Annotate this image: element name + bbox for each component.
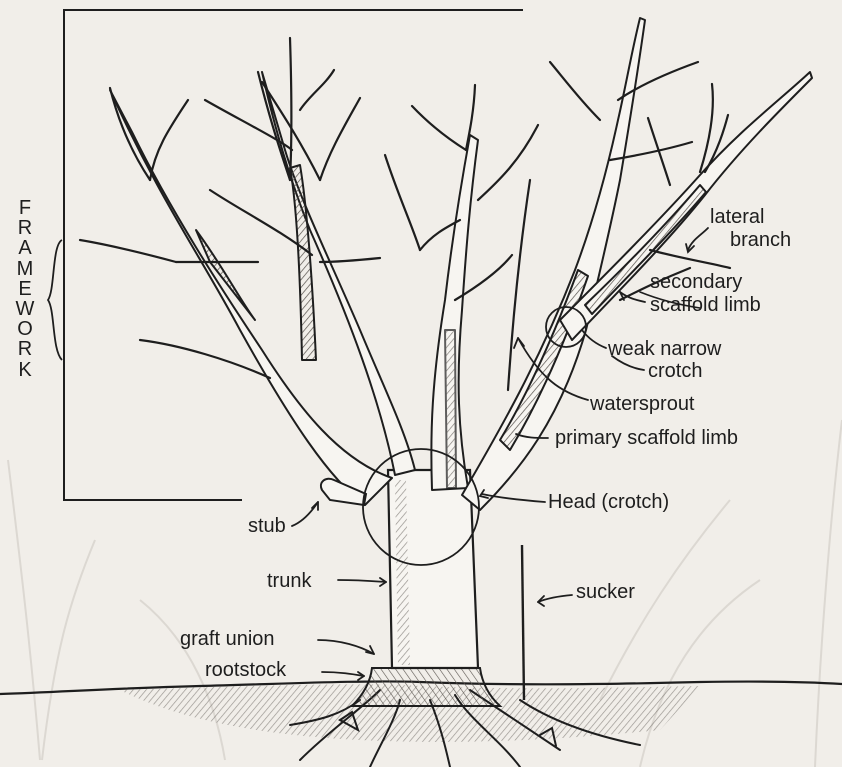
lateral-branch-label-line2: branch	[730, 229, 791, 251]
framework-letter: W	[14, 299, 36, 319]
rootstock-collar	[352, 668, 500, 706]
lateral-branch-label-line1: lateral	[710, 206, 764, 228]
framework-letter: F	[14, 198, 36, 218]
framework-letter: K	[14, 360, 36, 380]
framework-letter: E	[14, 279, 36, 299]
secondary-scaffold-label-line2: scaffold limb	[650, 294, 761, 316]
weak-crotch-label-line1: weak narrow	[608, 338, 721, 360]
framework-letter: A	[14, 238, 36, 258]
weak-crotch-label-line2: crotch	[648, 360, 702, 382]
sucker-shoot	[522, 545, 524, 700]
primary-scaffold-label: primary scaffold limb	[555, 427, 738, 449]
framework-label: F R A M E W O R K	[14, 198, 36, 380]
sucker-label: sucker	[576, 581, 635, 603]
graft-union-label: graft union	[180, 628, 275, 650]
trunk-label: trunk	[267, 570, 311, 592]
framework-letter: O	[14, 319, 36, 339]
framework-letter: R	[14, 218, 36, 238]
secondary-scaffold-label-line1: secondary	[650, 271, 742, 293]
framework-letter: M	[14, 259, 36, 279]
watersprout-label: watersprout	[590, 393, 695, 415]
framework-letter: R	[14, 339, 36, 359]
stub-label: stub	[248, 515, 286, 537]
rootstock-label: rootstock	[205, 659, 286, 681]
head-label: Head (crotch)	[548, 491, 669, 513]
